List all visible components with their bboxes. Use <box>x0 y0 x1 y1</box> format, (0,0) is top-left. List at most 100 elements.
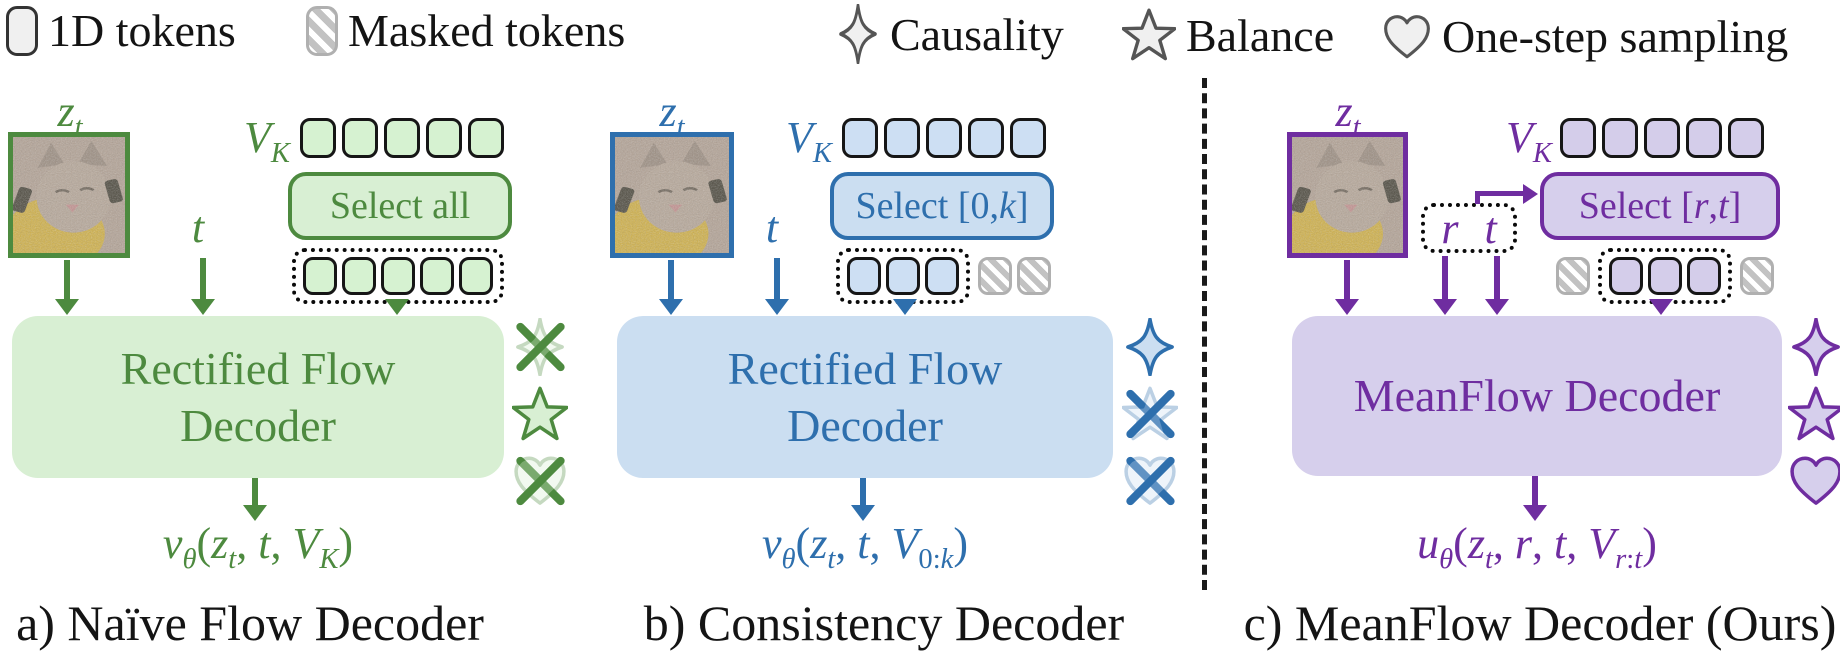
1d-token <box>1560 118 1596 158</box>
legend-item-one-step-sampling: One-step sampling <box>1382 10 1788 63</box>
1d-token <box>926 118 962 158</box>
arrow-decoder-output <box>252 478 258 506</box>
heart-icon <box>514 456 566 505</box>
selected-token-group <box>292 248 504 304</box>
arrow-latent-to-decoder <box>1344 260 1350 300</box>
1d-token <box>420 257 454 295</box>
noisy-cat-image <box>8 132 130 258</box>
legend-label: Balance <box>1186 9 1335 61</box>
1d-token <box>342 118 378 158</box>
noisy-cat-image <box>1287 132 1408 258</box>
panel-caption: c) MeanFlow Decoder (Ours) <box>1243 595 1837 651</box>
time-label: t <box>1484 203 1497 253</box>
decoder-box: Rectified Flow Decoder <box>12 316 504 478</box>
heart-icon <box>1384 14 1430 58</box>
one-step-sampling-status-icon <box>1122 452 1178 510</box>
rt-to-select-connector <box>1475 191 1480 204</box>
property-icons <box>512 318 568 510</box>
arrow-decoder-output <box>1532 476 1538 506</box>
result-token-row <box>836 248 1051 304</box>
token-segment <box>1560 118 1764 158</box>
balance-star-icon <box>1122 386 1178 441</box>
vk-token-row <box>1560 118 1764 158</box>
vk-label: VK <box>786 113 832 169</box>
legend-label: Masked tokens <box>348 5 626 56</box>
causality-status-icon <box>1122 318 1178 376</box>
arrow-latent-to-decoder <box>64 260 70 300</box>
masked-token <box>1556 257 1590 295</box>
legend-label: Causality <box>890 8 1064 60</box>
result-token-row <box>1556 248 1774 304</box>
selected-token-group <box>836 248 970 304</box>
vk-token-row <box>300 118 504 158</box>
arrow-decoder-output <box>860 478 866 506</box>
output-formula: uθ(zt, r, t, Vr:t) <box>1417 519 1657 575</box>
balance-star-icon <box>1788 386 1840 441</box>
noisy-cat-image <box>610 132 734 258</box>
panel-caption: a) Naïve Flow Decoder <box>16 595 484 651</box>
vk-label: VK <box>244 113 290 169</box>
1d-token <box>1728 118 1764 158</box>
masked-token <box>1740 257 1774 295</box>
latent-label: zt <box>659 87 685 143</box>
panel-divider <box>1202 78 1207 590</box>
1d-token <box>1602 118 1638 158</box>
one-step-sampling-status-icon <box>1788 452 1840 510</box>
causality-star-icon <box>1792 318 1840 376</box>
1d-token-icon <box>6 5 38 56</box>
token-segment <box>978 257 1051 295</box>
1d-token <box>468 118 504 158</box>
property-icons <box>1788 318 1840 510</box>
1d-token <box>303 257 337 295</box>
causality-star-icon <box>839 4 877 64</box>
rt-to-select-connector <box>1475 191 1525 196</box>
causality-status-icon <box>512 318 568 376</box>
masked-token <box>1017 257 1051 295</box>
1d-token <box>1687 257 1721 295</box>
rt-range-box: r t <box>1421 203 1517 253</box>
1d-token <box>925 257 959 295</box>
vk-label: VK <box>1506 113 1552 169</box>
decoder-box: Rectified Flow Decoder <box>617 316 1113 478</box>
masked-token-icon <box>306 5 338 56</box>
selected-token-group <box>1598 248 1732 304</box>
r-label: r <box>1441 203 1459 253</box>
causality-star-icon <box>516 318 564 376</box>
select-box: Select all <box>288 172 512 240</box>
heart-icon <box>1124 456 1176 505</box>
1d-token <box>842 118 878 158</box>
1d-token <box>426 118 462 158</box>
masked-token <box>978 257 1012 295</box>
arrow-time-to-decoder <box>200 258 206 300</box>
1d-token <box>884 118 920 158</box>
causality-star-icon <box>1126 318 1174 376</box>
1d-token <box>1686 118 1722 158</box>
balance-status-icon <box>1122 385 1178 443</box>
token-segment <box>1740 257 1774 295</box>
1d-token <box>886 257 920 295</box>
result-token-row <box>292 248 504 304</box>
1d-token <box>300 118 336 158</box>
panel-caption: b) Consistency Decoder <box>643 595 1125 651</box>
time-label: t <box>765 203 779 252</box>
select-box: Select [r, t] <box>1540 172 1780 240</box>
token-segment <box>842 118 1046 158</box>
1d-token <box>342 257 376 295</box>
token-segment <box>1556 257 1590 295</box>
vk-token-row <box>842 118 1046 158</box>
latent-label: zt <box>57 87 83 143</box>
select-box: Select [0, k] <box>830 172 1054 240</box>
arrow-time-to-decoder <box>1494 256 1500 300</box>
1d-token <box>968 118 1004 158</box>
1d-token <box>1644 118 1680 158</box>
legend-item-masked-tokens: Masked tokens <box>306 4 625 57</box>
balance-star-icon <box>1122 8 1176 61</box>
legend-label: 1D tokens <box>48 5 236 56</box>
legend-item-causality: Causality <box>836 4 1064 64</box>
legend-item-1d-tokens: 1D tokens <box>6 4 236 57</box>
token-segment <box>300 118 504 158</box>
